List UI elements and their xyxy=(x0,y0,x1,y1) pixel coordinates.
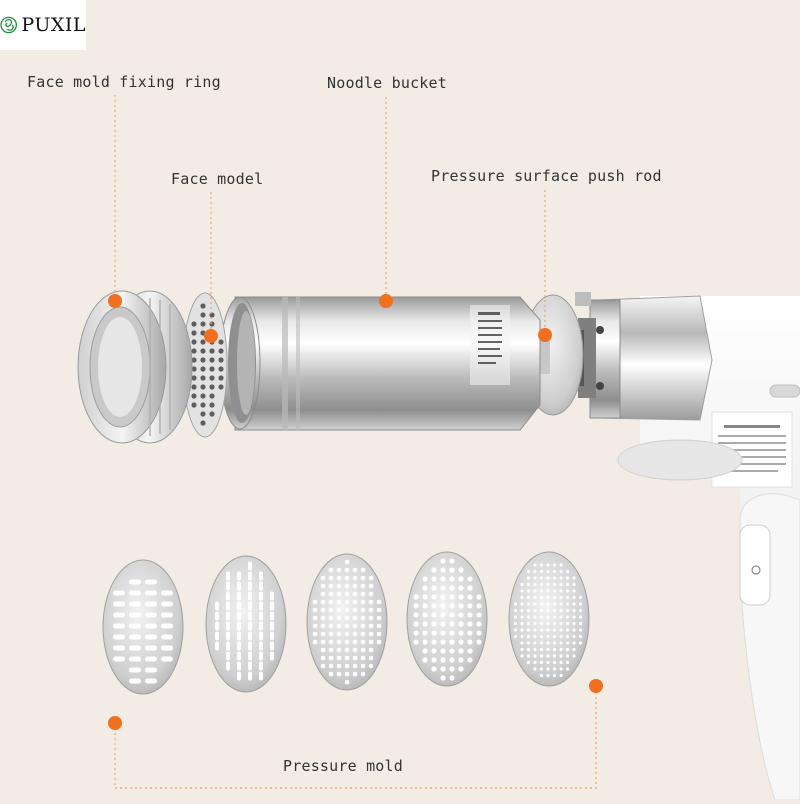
label-mold: Pressure mold xyxy=(283,757,403,775)
motor-collar xyxy=(572,292,713,421)
label-model: Face model xyxy=(171,170,264,188)
brand-name: PUXIL xyxy=(21,14,86,36)
brand-emblem-icon xyxy=(0,16,17,34)
marker-mold-right xyxy=(589,679,603,693)
pressure-mold-set xyxy=(102,551,590,695)
marker-model xyxy=(204,329,218,343)
mold-disc-3 xyxy=(306,553,388,691)
marker-mold-left xyxy=(108,716,122,730)
machine-body xyxy=(617,296,800,801)
label-bucket: Noodle bucket xyxy=(327,74,447,92)
fixing-ring xyxy=(77,290,193,444)
marker-dots xyxy=(108,294,603,730)
label-rod: Pressure surface push rod xyxy=(431,167,662,185)
mold-disc-2 xyxy=(205,555,287,693)
mold-disc-1 xyxy=(102,559,184,695)
leader-mold xyxy=(114,686,597,789)
mold-disc-5 xyxy=(508,551,590,687)
mold-disc-4 xyxy=(406,551,488,687)
marker-bucket xyxy=(379,294,393,308)
brand-logo: PUXIL xyxy=(0,0,86,50)
noodle-bucket xyxy=(219,296,541,431)
marker-rod xyxy=(538,328,552,342)
label-ring: Face mold fixing ring xyxy=(27,73,221,91)
leader-lines xyxy=(114,95,597,789)
marker-ring xyxy=(108,294,122,308)
